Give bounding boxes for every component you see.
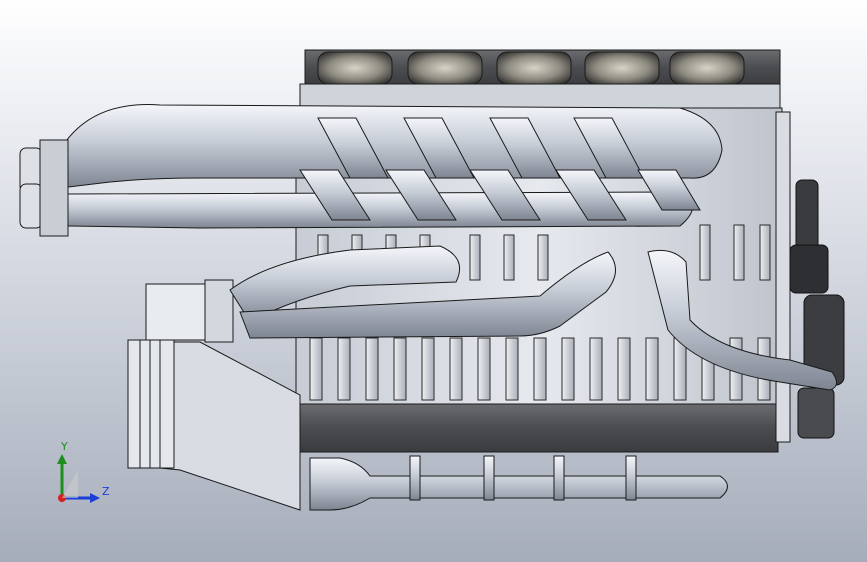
- upper-exhaust-header: [19, 104, 723, 237]
- valve-cover-row: [299, 49, 781, 111]
- intake-housing: [127, 279, 301, 511]
- axis-z-label: Z: [102, 485, 110, 498]
- coordinate-triad: [57, 454, 100, 503]
- lower-coolant-pipe: [309, 455, 728, 511]
- axis-y-label: Y: [61, 440, 68, 453]
- pulley-stack: [789, 179, 845, 439]
- intake-runners: [229, 245, 837, 391]
